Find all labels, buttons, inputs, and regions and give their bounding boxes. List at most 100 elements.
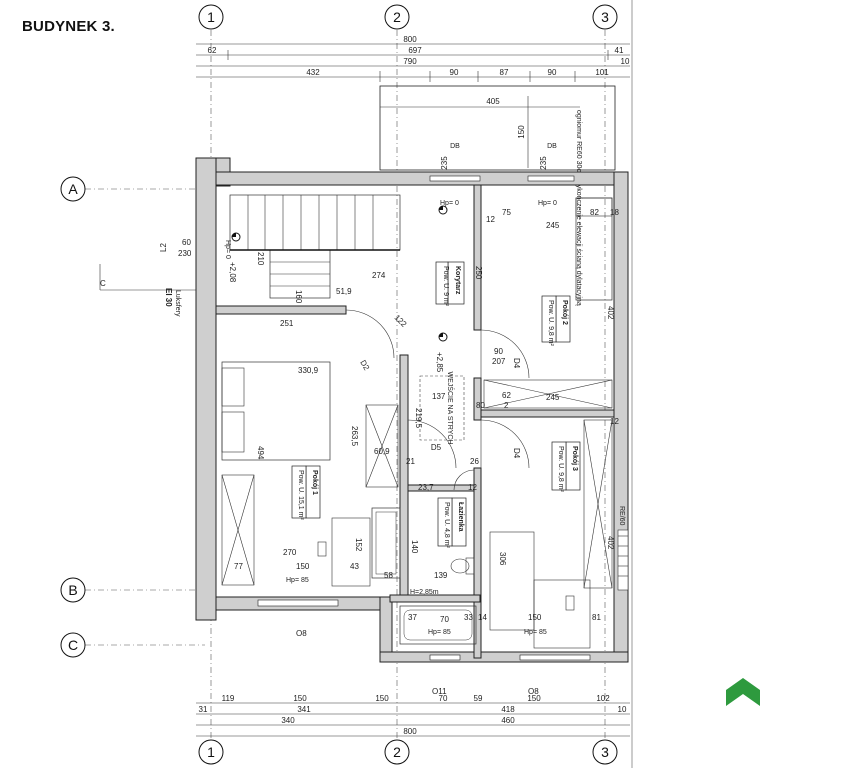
svg-text:82: 82 (590, 208, 599, 217)
svg-text:80: 80 (476, 401, 485, 410)
bottom-dimensions: 119 150 150 70 59 150 102 31 341 418 10 … (196, 694, 630, 737)
svg-text:EI 30: EI 30 (164, 288, 173, 307)
svg-text:150: 150 (293, 694, 307, 703)
svg-text:Hp= 85: Hp= 85 (286, 577, 309, 584)
label-db2: DB (547, 143, 557, 150)
svg-text:12: 12 (468, 483, 477, 492)
window-o11: O11 (432, 687, 447, 696)
svg-text:58: 58 (384, 571, 393, 580)
svg-text:Hp= 0: Hp= 0 (538, 200, 557, 207)
room-labels: Korytarz Pow. U. 9 m² Pokój 2 Pow. U. 9,… (291, 261, 581, 549)
svg-text:12: 12 (610, 417, 619, 426)
svg-text:62: 62 (502, 391, 511, 400)
svg-text:150: 150 (375, 694, 389, 703)
svg-text:160: 160 (294, 290, 303, 304)
door-d5: D5 (431, 443, 442, 452)
svg-text:Pokój 2: Pokój 2 (561, 300, 568, 325)
level-markers: +2,08 +2,85 (228, 205, 448, 373)
svg-text:26: 26 (470, 457, 479, 466)
svg-text:122: 122 (393, 313, 409, 329)
door-d2: D2 (358, 359, 371, 373)
svg-text:RE/60: RE/60 (618, 506, 625, 526)
svg-text:60: 60 (182, 238, 191, 247)
label-db1: DB (450, 143, 460, 150)
svg-text:330,9: 330,9 (298, 366, 319, 375)
axis-label-a: A (68, 181, 78, 197)
svg-text:402: 402 (606, 536, 615, 550)
axis-label-2-top: 2 (393, 9, 401, 25)
axis-label-1-bottom: 1 (207, 744, 215, 760)
svg-text:800: 800 (403, 727, 417, 736)
svg-text:119: 119 (222, 694, 235, 703)
brand-logo-icon (726, 678, 760, 706)
svg-text:33: 33 (464, 613, 473, 622)
dim-697: 697 (408, 46, 422, 55)
svg-text:140: 140 (410, 540, 419, 554)
svg-text:418: 418 (501, 705, 515, 714)
re60-note: ogniomur RE60 30cm wykończenie elewacji … (575, 110, 582, 306)
svg-text:10: 10 (618, 705, 627, 714)
svg-text:245: 245 (546, 393, 560, 402)
furniture-room2 (483, 197, 613, 409)
svg-text:230: 230 (178, 249, 192, 258)
svg-text:59: 59 (474, 694, 483, 703)
dim-41: 41 (615, 46, 624, 55)
door-d4a: D4 (512, 358, 521, 369)
level-2-85: +2,85 (435, 352, 444, 373)
dim-10-top: 10 (621, 57, 630, 66)
svg-text:306: 306 (498, 552, 507, 566)
furniture-room1 (221, 361, 399, 587)
room-label-pokoj-2: Pokój 2 Pow. U. 9,8 m² (541, 295, 571, 347)
svg-text:70: 70 (440, 615, 449, 624)
svg-text:Pow. U. 4,8 m²: Pow. U. 4,8 m² (443, 502, 450, 549)
dim-432: 432 (306, 68, 320, 77)
dim-101: 101 (595, 68, 609, 77)
svg-text:90: 90 (494, 347, 503, 356)
doors: D4 D4 D5 D2 (345, 309, 530, 491)
axis-label-b: B (68, 582, 77, 598)
svg-text:Luksfery: Luksfery (174, 290, 181, 317)
dim-790: 790 (403, 57, 417, 66)
balcony: 405 150 235 235 DB DB ogniomur RE60 30cm… (379, 85, 616, 306)
svg-text:Pokój 3: Pokój 3 (571, 446, 578, 471)
svg-text:Korytarz: Korytarz (454, 266, 461, 295)
page-title: BUDYNEK 3. (22, 18, 115, 35)
svg-text:245: 245 (546, 221, 560, 230)
svg-text:77: 77 (234, 562, 243, 571)
dim-90b: 90 (548, 68, 557, 77)
svg-text:137: 137 (432, 392, 446, 401)
dim-405: 405 (486, 97, 500, 106)
room-label-korytarz: Korytarz Pow. U. 9 m² (435, 261, 465, 307)
svg-text:Hp= 85: Hp= 85 (524, 629, 547, 636)
svg-text:Pow. U. 15,1 m²: Pow. U. 15,1 m² (297, 470, 304, 520)
svg-text:70: 70 (439, 694, 448, 703)
svg-text:341: 341 (297, 705, 311, 714)
svg-text:H=2,85m: H=2,85m (410, 589, 439, 596)
svg-text:210: 210 (256, 252, 265, 266)
door-d4b: D4 (512, 448, 521, 459)
svg-text:31: 31 (199, 705, 208, 714)
axis-label-3-top: 3 (601, 9, 609, 25)
svg-text:18: 18 (610, 208, 619, 217)
furniture-room3 (489, 419, 629, 649)
svg-text:274: 274 (372, 271, 386, 280)
dim-87: 87 (500, 68, 509, 77)
svg-text:Pokój 1: Pokój 1 (311, 470, 318, 495)
svg-text:152: 152 (354, 538, 363, 552)
svg-text:L2: L2 (159, 243, 168, 252)
svg-text:251: 251 (280, 319, 294, 328)
annotations: Hp= 0 Hp= 0 Hp= 0 Hp= 85 Hp= 85 Hp= 85 L… (99, 200, 625, 636)
svg-text:402: 402 (606, 306, 615, 320)
window-o8-right: O8 (528, 687, 539, 696)
svg-text:150: 150 (296, 562, 310, 571)
room-label-lazienka: Łazienka Pow. U. 4,8 m² (437, 497, 467, 549)
attic-hatch-label: WEJŚCIE NA STRYCH (446, 372, 455, 445)
svg-text:21: 21 (406, 457, 415, 466)
svg-text:37: 37 (408, 613, 417, 622)
level-2-08: +2,08 (228, 262, 237, 283)
svg-text:Hp= 0: Hp= 0 (440, 200, 459, 207)
svg-text:81: 81 (592, 613, 601, 622)
svg-text:150: 150 (527, 694, 541, 703)
svg-text:2: 2 (504, 401, 509, 410)
